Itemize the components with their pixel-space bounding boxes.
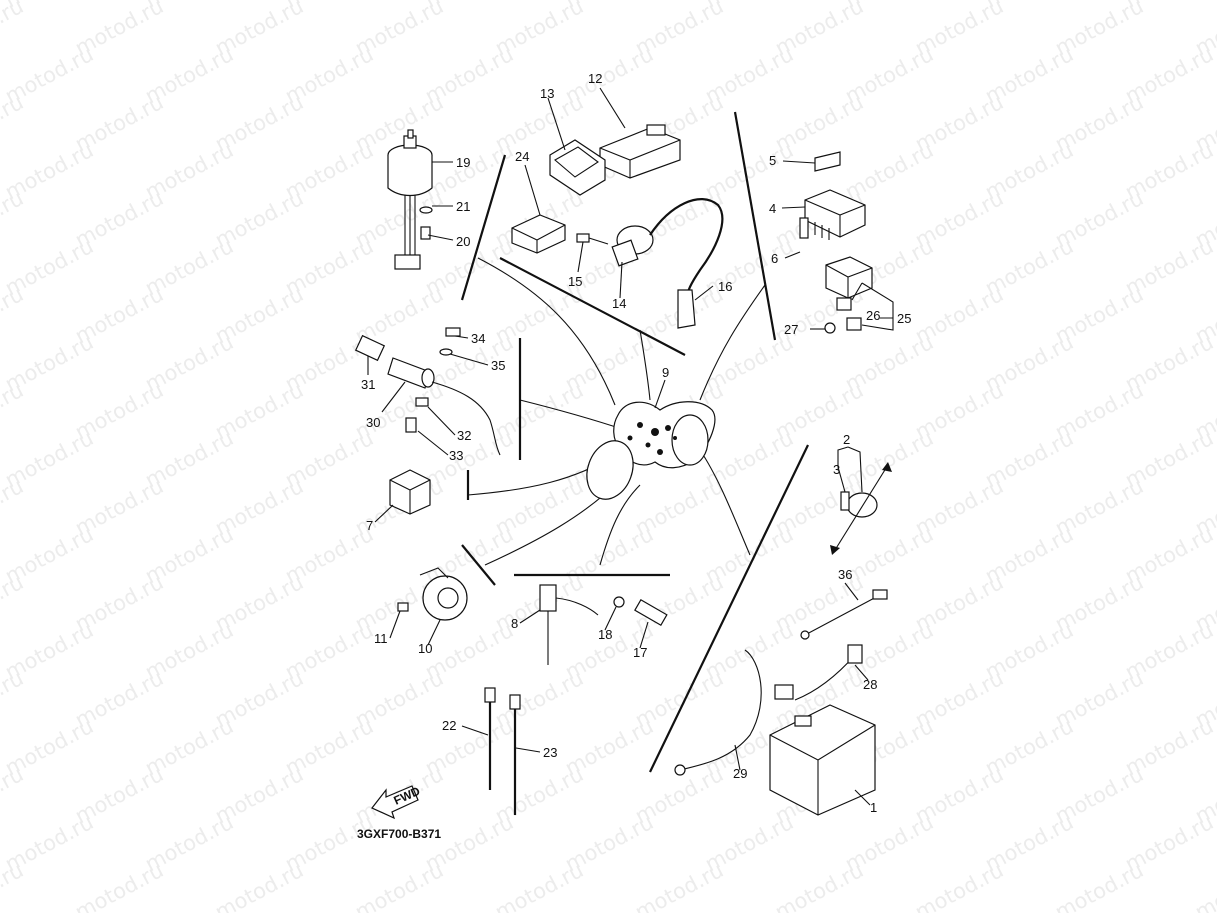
callout-24: 24: [515, 149, 529, 164]
callout-6: 6: [771, 251, 778, 266]
callout-1: 1: [870, 800, 877, 815]
callout-9: 9: [662, 365, 669, 380]
cdi-unit: [549, 124, 681, 196]
callout-7: 7: [366, 518, 373, 533]
callout-labels: 1 2 3 4 5 6 7 8 9 10 11 12 13 14 15 16 1…: [361, 71, 911, 815]
watermark-text: motod.ru: [771, 858, 867, 913]
callout-34: 34: [471, 331, 485, 346]
starter-relay: [824, 256, 873, 334]
callout-14: 14: [612, 296, 626, 311]
callout-13: 13: [540, 86, 554, 101]
callout-10: 10: [418, 641, 432, 656]
watermark-text: motod.ru: [0, 0, 27, 60]
ignition-coil: [576, 198, 724, 329]
watermark-text: motod.ru: [911, 858, 1007, 913]
callout-26: 26: [866, 308, 880, 323]
callout-21: 21: [456, 199, 470, 214]
callout-32: 32: [457, 428, 471, 443]
callout-22: 22: [442, 718, 456, 733]
callout-5: 5: [769, 153, 776, 168]
callout-27: 27: [784, 322, 798, 337]
watermark-text: motod.ru: [491, 858, 587, 913]
callout-18: 18: [598, 627, 612, 642]
neutral-switch: [830, 462, 892, 555]
watermark-text: motod.ru: [1191, 858, 1217, 913]
callout-30: 30: [366, 415, 380, 430]
relay: [389, 469, 431, 515]
main-switch: [387, 129, 433, 270]
callout-17: 17: [633, 645, 647, 660]
wire-harness: [586, 401, 716, 500]
callout-15: 15: [568, 274, 582, 289]
callout-leaders: [367, 87, 894, 806]
sector-dividers: [460, 111, 809, 773]
watermark-text: motod.ru: [631, 858, 727, 913]
callout-16: 16: [718, 279, 732, 294]
callout-25: 25: [897, 311, 911, 326]
callout-19: 19: [456, 155, 470, 170]
callout-3: 3: [833, 462, 840, 477]
earth-lead: [800, 589, 888, 640]
watermark-text: motod.ru: [71, 858, 167, 913]
harness-leaders: [467, 257, 766, 566]
drawing-code: 3GXF700-B371: [357, 827, 441, 841]
horn: [397, 567, 468, 621]
callout-4: 4: [769, 201, 776, 216]
callout-31: 31: [361, 377, 375, 392]
callout-35: 35: [491, 358, 505, 373]
callout-36: 36: [838, 567, 852, 582]
callout-23: 23: [543, 745, 557, 760]
watermark-text: motod.ru: [1051, 858, 1147, 913]
callout-28: 28: [863, 677, 877, 692]
callout-2: 2: [843, 432, 850, 447]
cable-bands: [484, 687, 521, 815]
callout-8: 8: [511, 616, 518, 631]
callout-20: 20: [456, 234, 470, 249]
speed-sensor: [354, 327, 501, 456]
watermark-text: motod.ru: [211, 858, 307, 913]
watermark-text: motod.ru: [351, 858, 447, 913]
callout-33: 33: [449, 448, 463, 463]
callout-12: 12: [588, 71, 602, 86]
sender-unit: [539, 584, 668, 665]
rectifier-regulator: [799, 151, 866, 240]
battery: [674, 644, 876, 816]
callout-29: 29: [733, 766, 747, 781]
callout-11: 11: [374, 631, 388, 646]
